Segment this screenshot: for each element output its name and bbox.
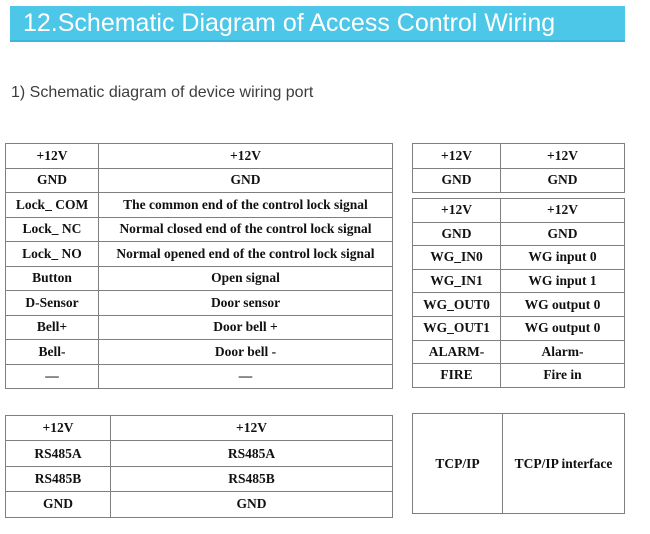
table-row: +12V+12V [412,198,625,223]
table-cell: RS485B [5,465,111,493]
table-cell: Bell+ [5,314,99,340]
table-cell: FIRE [412,363,501,388]
table-cell: Alarm- [500,339,625,365]
table-cell: Door bell + [98,314,393,340]
table-cell: WG output 0 [500,292,625,317]
table-cell: WG output 0 [500,315,625,341]
table-cell: GND [98,167,393,193]
table-cell: GND [110,491,393,518]
table-cell: +12V [5,143,99,169]
table-cell: RS485B [110,465,393,493]
table-row: +12V+12V [5,143,393,169]
table-cell: — [5,363,99,389]
table-row: Bell-Door bell - [5,339,393,365]
table-cell: — [98,363,393,389]
table-cell: TCP/IP [412,413,503,514]
table-cell: GND [412,167,501,193]
table-cell: RS485A [5,440,111,467]
table-cell: GND [5,167,99,193]
section-title-banner: 12.Schematic Diagram of Access Control W… [10,6,625,42]
table-cell: Lock_ NC [5,216,99,242]
table-cell: +12V [412,143,501,169]
table-cell: WG_IN0 [412,245,501,270]
table-cell: Normal closed end of the control lock si… [98,216,393,242]
table-cell: ALARM- [412,339,501,365]
table-cell: Normal opened end of the control lock si… [98,241,393,267]
table-cell: GND [500,221,625,247]
table-cell: Door bell - [98,339,393,365]
table-cell: GND [412,221,501,247]
table-cell: +12V [500,198,625,223]
table-cell: WG input 1 [500,268,625,294]
table-cell: D-Sensor [5,290,99,316]
table-cell: GND [5,491,111,518]
table-row: +12V+12V [5,414,393,442]
table-cell: GND [500,167,625,193]
table-cell: RS485A [110,440,393,467]
table-cell: +12V [412,198,501,223]
table-row: Bell+Door bell + [5,314,393,340]
table-cell: TCP/IP interface [502,413,625,514]
table-cell: +12V [5,414,111,442]
table-cell: Lock_ NO [5,241,99,267]
table-cell: Fire in [500,363,625,388]
table-cell: WG_OUT0 [412,292,501,317]
table-cell: Lock_ COM [5,192,99,218]
table-cell: Door sensor [98,290,393,316]
subtitle: 1) Schematic diagram of device wiring po… [11,84,314,101]
section-title: 12.Schematic Diagram of Access Control W… [23,9,556,37]
table-cell: +12V [110,414,393,442]
table-cell: Button [5,265,99,291]
table-cell: WG_OUT1 [412,315,501,341]
table-cell: +12V [98,143,393,169]
table-cell: +12V [500,143,625,169]
table-row: ALARM-Alarm- [412,339,625,365]
table-cell: Open signal [98,265,393,291]
table-row: —— [5,363,393,389]
table-cell: Bell- [5,339,99,365]
table-row: +12V+12V [412,143,625,169]
table-cell: WG input 0 [500,245,625,270]
table-cell: The common end of the control lock signa… [98,192,393,218]
table-cell: WG_IN1 [412,268,501,294]
